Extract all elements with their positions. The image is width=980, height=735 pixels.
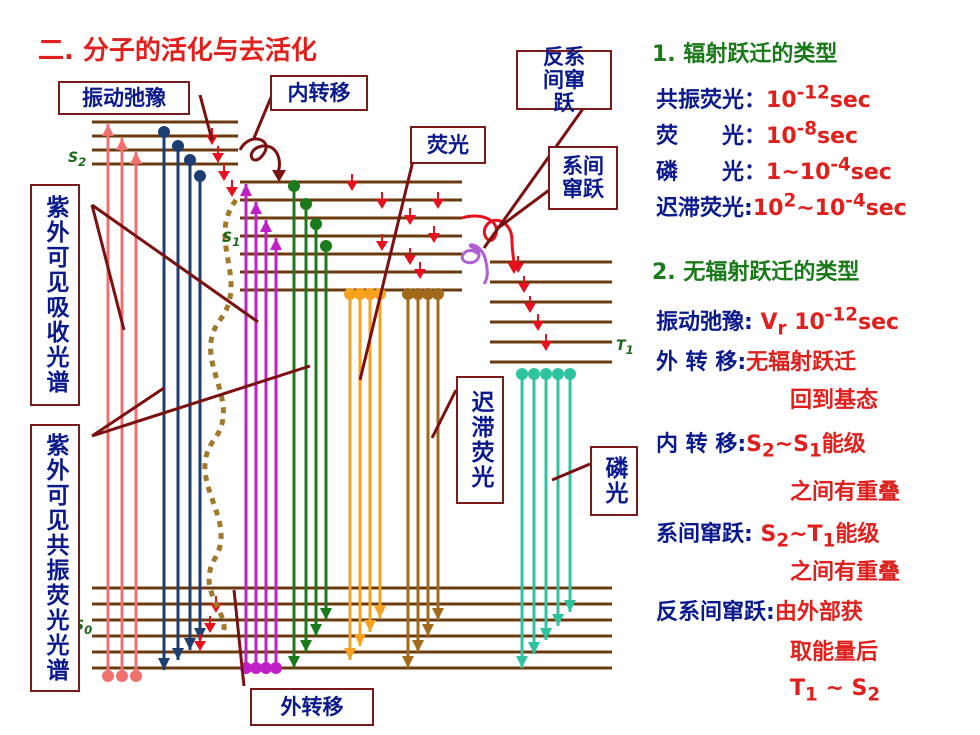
vibrational-relaxation-arrow (346, 181, 358, 191)
vibrational-relaxation-arrow (404, 255, 416, 265)
label-uv-vis-absorption: 紫外可见吸收光谱 (30, 184, 80, 406)
nonrad-row-internal-line2: 之间有重叠 (790, 480, 901, 505)
phosphorescence-arrow-head (516, 656, 528, 668)
vibrational-relaxation-arrow (376, 241, 388, 251)
resonance-fluorescence-arrow-head (172, 648, 184, 660)
vibrational-relaxation-arrow (212, 153, 224, 163)
vibrational-relaxation-arrow (414, 269, 426, 279)
isc-curl (461, 214, 516, 267)
radiative-row-fluorescence: 荧 光：10-8sec (656, 118, 859, 149)
nonrad-row-external: 外 转 移:无辐射跃迁 (656, 350, 857, 375)
phosphorescence-arrow-head (528, 642, 540, 654)
absorption-origin-dot (116, 670, 128, 682)
resonance-fluorescence-arrow-head (158, 658, 170, 670)
phosphorescence-arrow-head (540, 628, 552, 640)
s1-resonance-arrow-head (288, 656, 300, 668)
delayed-fluorescence-arrow-head (422, 624, 434, 636)
nonrad-row-internal: 内 转 移:S2~S1能级 (656, 432, 866, 462)
label-pointer-line (91, 386, 165, 438)
label-pointer-line (91, 203, 259, 324)
reverse-isc-curl (460, 243, 489, 285)
isc-head (507, 262, 521, 274)
pointer-lines (90, 81, 604, 687)
vibrational-relaxation-arrow (518, 283, 530, 293)
fluorescence-arrow-head (364, 620, 376, 632)
absorption-s1-dot (250, 662, 262, 674)
nonrad-row-vibrational: 振动弛豫: Vr 10-12sec (656, 304, 900, 340)
fluorescence-arrow-head (374, 606, 386, 618)
label-pointer-line (252, 94, 274, 139)
label-pointer-line (90, 204, 126, 331)
external-conversion-wavy-path (202, 198, 239, 631)
nonrad-row-risc: 反系间窜跃:由外部获 (656, 600, 863, 625)
absorption-origin-dot (130, 670, 142, 682)
page-title: 二. 分子的活化与去活化 (38, 36, 317, 66)
label-pointer-line (430, 389, 458, 439)
absorption-s1-arrow-head (270, 238, 282, 250)
nonradiative-heading: 2. 无辐射跃迁的类型 (652, 260, 860, 285)
absorption-s1-dot (260, 662, 272, 674)
radiative-row-phosphorescence: 磷 光：1~10-4sec (656, 154, 892, 185)
nonrad-row-risc-line2: 取能量后 (790, 640, 879, 665)
phosphorescence-arrow-head (564, 600, 576, 612)
label-internal-conversion: 内转移 (270, 75, 368, 111)
absorption-arrow-head (116, 138, 128, 150)
vibrational-relaxation-arrow (218, 171, 230, 181)
vibrational-relaxation-arrow (432, 199, 444, 209)
label-pointer-line (551, 462, 591, 482)
label-intersystem-crossing: 系间窜跃 (548, 146, 618, 210)
radiative-row-resonance: 共振荧光：10-12sec (656, 82, 871, 113)
vibrational-relaxation-arrow (540, 341, 552, 351)
s1-resonance-arrow-head (310, 624, 322, 636)
vibrational-relaxation-arrow (204, 623, 216, 633)
label-pointer-line (358, 139, 420, 381)
vibrational-relaxation-arrow (194, 641, 206, 651)
absorption-origin-dot (102, 670, 114, 682)
s1-resonance-arrow-head (320, 608, 332, 620)
s1-resonance-arrow-head (300, 640, 312, 652)
vibrational-relaxation-arrow (226, 187, 238, 197)
fluorescence-arrow-head (354, 634, 366, 646)
level-label-s2: S2 (68, 150, 87, 169)
vibrational-relaxation-arrow (376, 199, 388, 209)
delayed-fluorescence-arrow-head (432, 608, 444, 620)
vibrational-relaxation-arrow (428, 233, 440, 243)
vibrational-relaxation-arrow (524, 303, 536, 313)
radiative-row-delayed: 迟滞荧光:102~10-4sec (656, 190, 907, 221)
internal-conversion-curl (238, 137, 281, 173)
radiative-heading: 1. 辐射跃迁的类型 (652, 42, 838, 67)
delayed-fluorescence-arrow-head (412, 640, 424, 652)
nonrad-row-isc: 系间窜跃: S2~T1能级 (656, 522, 880, 552)
label-vibrational-relaxation: 振动弛豫 (58, 81, 190, 115)
vibrational-relaxation-arrow (532, 321, 544, 331)
absorption-s1-arrow-head (250, 202, 262, 214)
absorption-s1-arrow-head (260, 220, 272, 232)
label-delayed-fluorescence: 迟滞荧光 (456, 376, 504, 504)
level-label-s1: S1 (222, 230, 241, 249)
label-pointer-line (198, 94, 214, 141)
internal-conversion-head (272, 170, 286, 182)
fluorescence-arrow-head (344, 648, 356, 660)
absorption-s1-arrow-head (240, 184, 252, 196)
label-pointer-line (91, 364, 311, 438)
absorption-arrow-head (130, 152, 142, 164)
delayed-fluorescence-arrow-head (402, 656, 414, 668)
absorption-s1-dot (270, 662, 282, 674)
resonance-fluorescence-arrow-head (184, 638, 196, 650)
label-pointer-line (232, 589, 246, 687)
label-uv-vis-resonance-fluorescence: 紫外可见共振荧光光谱 (30, 424, 80, 692)
absorption-arrow-head (102, 124, 114, 136)
label-external-conversion: 外转移 (250, 688, 374, 726)
vibrational-relaxation-arrow (404, 215, 416, 225)
label-fluorescence: 荧光 (410, 126, 486, 164)
label-reverse-isc: 反系间窜跃 (516, 45, 612, 114)
level-label-t1: T1 (616, 338, 634, 357)
phosphorescence-arrow-head (552, 614, 564, 626)
nonrad-row-risc-line3: T1 ~ S2 (790, 676, 881, 706)
label-phosphorescence: 磷光 (590, 446, 638, 516)
nonrad-row-isc-line2: 之间有重叠 (790, 560, 901, 585)
nonrad-row-external-line2: 回到基态 (790, 388, 879, 413)
transition-arrows (102, 124, 576, 682)
